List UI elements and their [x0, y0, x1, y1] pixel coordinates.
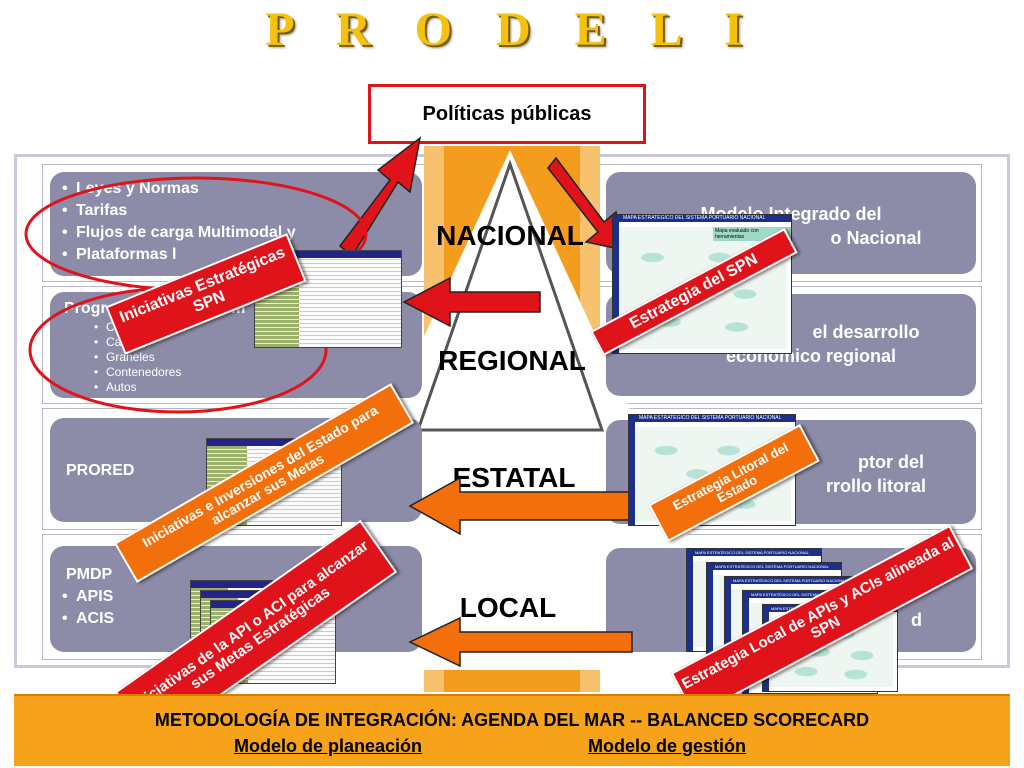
- list-item: Flujos de carga Multimodal y: [50, 222, 422, 244]
- bottom-banner: METODOLOGÍA DE INTEGRACIÓN: AGENDA DEL M…: [14, 694, 1010, 766]
- level-nacional: NACIONAL: [436, 220, 584, 251]
- bottom-gestion: Modelo de gestión: [588, 736, 747, 756]
- pyramid-body: [270, 150, 750, 670]
- page-title: P R O D E L I: [265, 3, 759, 56]
- pmdp-label: PMDP: [66, 566, 113, 583]
- politicas-publicas-box: Políticas públicas: [368, 84, 646, 144]
- list-item: APIS: [50, 586, 422, 608]
- right-estatal-line1: ptor del: [858, 452, 924, 472]
- list-item: Tarifas: [50, 200, 422, 222]
- arrow-up-to-politicas: [338, 136, 422, 258]
- level-local: LOCAL: [459, 592, 557, 623]
- arrow-left-estatal: [408, 476, 633, 536]
- bottom-methodology-line: METODOLOGÍA DE INTEGRACIÓN: AGENDA DEL M…: [154, 710, 870, 730]
- list-item: Contenedores: [50, 365, 422, 380]
- list-item: ACIS: [50, 608, 422, 630]
- right-regional-line1: el desarrollo: [812, 322, 920, 342]
- level-estatal: ESTATAL: [452, 462, 576, 493]
- right-estatal-line2: rrollo litoral: [825, 476, 926, 496]
- list-item: Autos: [50, 380, 422, 395]
- arrow-left-local: [408, 616, 633, 668]
- prored-label: PRORED: [66, 462, 135, 479]
- list-item: Leyes y Normas: [50, 178, 422, 200]
- right-nacional-line2: o Nacional: [830, 228, 922, 248]
- bottom-planeacion: Modelo de planeación: [234, 736, 423, 756]
- list-item: Graneles: [50, 350, 422, 365]
- list-item: Plataformas l: [50, 244, 422, 266]
- right-local-text: d: [911, 610, 922, 630]
- arrow-left-regional: [402, 276, 541, 328]
- level-regional: REGIONAL: [438, 345, 586, 376]
- arrow-down-to-estrategia: [547, 156, 625, 251]
